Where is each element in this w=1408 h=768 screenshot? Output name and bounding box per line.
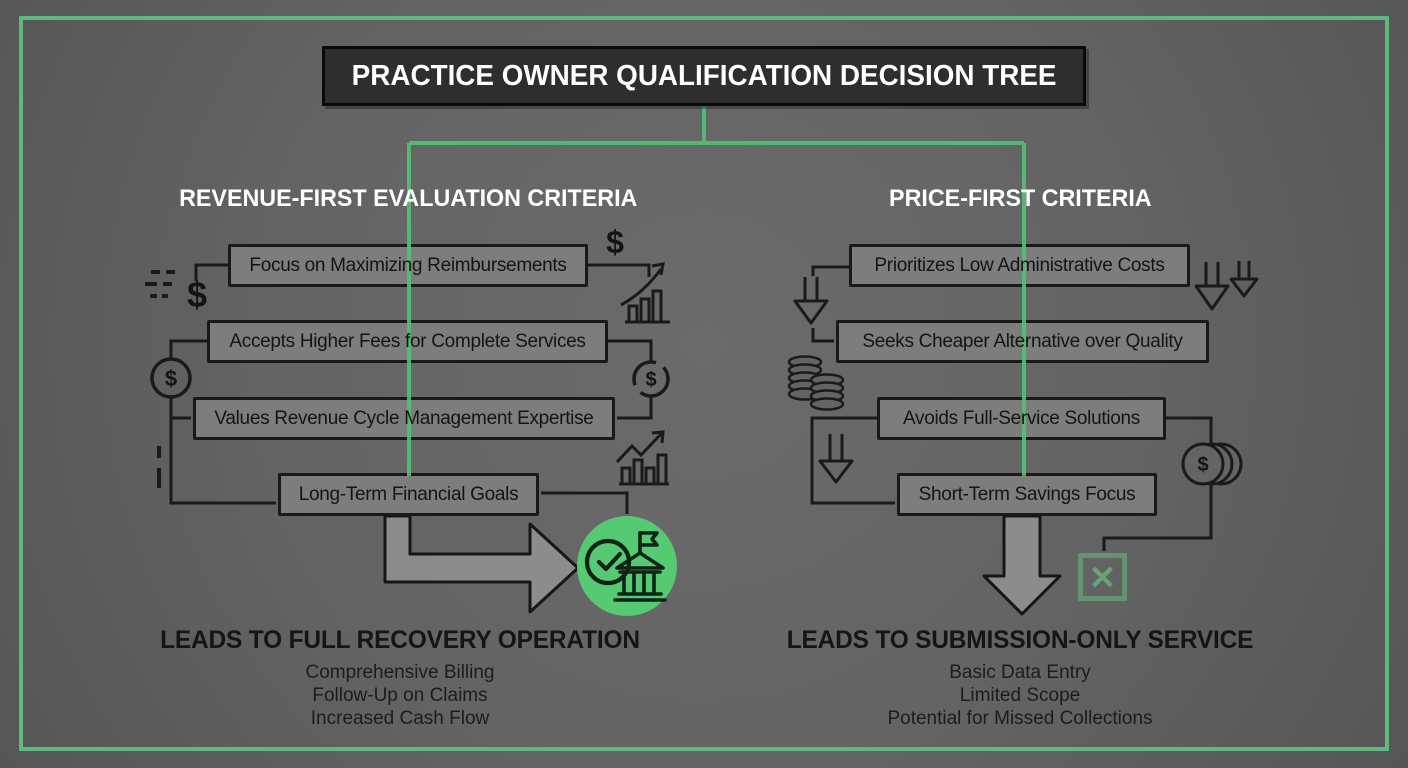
criteria-label: Prioritizes Low Administrative Costs	[874, 254, 1165, 276]
criteria-box-right-2: Seeks Cheaper Alternative over Quality	[836, 320, 1209, 363]
success-circle	[577, 516, 677, 616]
left-outcome: LEADS TO FULL RECOVERY OPERATION Compreh…	[140, 626, 660, 730]
left-outcome-detail: Increased Cash Flow	[310, 708, 490, 729]
left-outcome-detail: Follow-Up on Claims	[312, 685, 488, 706]
coin-stack-icon	[787, 355, 845, 411]
page-title: PRACTICE OWNER QUALIFICATION DECISION TR…	[351, 59, 1057, 92]
coins-dollar-icon	[1181, 442, 1243, 486]
outcome-arrow-down	[982, 514, 1062, 616]
criteria-label: Values Revenue Cycle Management Expertis…	[214, 407, 594, 429]
criteria-label: Focus on Maximizing Reimbursements	[249, 254, 567, 276]
criteria-box-left-4: Long-Term Financial Goals	[278, 473, 539, 516]
right-outcome: LEADS TO SUBMISSION-ONLY SERVICE Basic D…	[760, 626, 1280, 730]
x-icon: ✕	[1088, 558, 1117, 596]
connector-lines	[169, 263, 1213, 551]
criteria-box-left-3: Values Revenue Cycle Management Expertis…	[193, 397, 615, 440]
speed-dollar-sign: $	[186, 274, 208, 315]
coins-dollar-sign: $	[1197, 454, 1209, 476]
title-box: PRACTICE OWNER QUALIFICATION DECISION TR…	[322, 46, 1086, 106]
circular-dollar-icon-right	[632, 360, 670, 398]
right-outcome-detail: Limited Scope	[959, 685, 1081, 706]
right-outcome-heading: LEADS TO SUBMISSION-ONLY SERVICE	[786, 626, 1254, 654]
circled-dollar-sign-left: $	[164, 366, 178, 391]
right-outcome-detail: Potential for Missed Collections	[887, 708, 1153, 729]
criteria-box-left-1: Focus on Maximizing Reimbursements	[228, 244, 588, 287]
down-arrow-icon-small-1	[793, 277, 829, 325]
double-down-arrows-icon	[1194, 261, 1259, 311]
down-arrow-icon-small-2	[818, 434, 854, 484]
right-outcome-detail: Basic Data Entry	[949, 662, 1091, 683]
right-branch-header: PRICE-FIRST CRITERIA	[888, 185, 1152, 212]
left-branch-header: REVENUE-FIRST EVALUATION CRITERIA	[178, 185, 638, 212]
criteria-label: Accepts Higher Fees for Complete Service…	[229, 330, 586, 352]
outcome-arrow-left	[383, 514, 580, 614]
criteria-label: Long-Term Financial Goals	[298, 483, 519, 505]
criteria-box-right-4: Short-Term Savings Focus	[897, 473, 1157, 516]
circular-dollar-sign-right: $	[645, 369, 657, 391]
left-outcome-detail: Comprehensive Billing	[305, 662, 495, 683]
criteria-box-left-2: Accepts Higher Fees for Complete Service…	[207, 320, 608, 363]
criteria-label: Seeks Cheaper Alternative over Quality	[862, 330, 1183, 352]
dollar-sign-icon: $	[606, 224, 624, 260]
reject-x-box: ✕	[1078, 553, 1127, 601]
border-frame	[19, 16, 1389, 751]
bank-checkmark-icon	[584, 531, 667, 602]
criteria-box-right-1: Prioritizes Low Administrative Costs	[849, 244, 1190, 287]
circled-dollar-icon-left	[150, 357, 192, 399]
left-outcome-heading: LEADS TO FULL RECOVERY OPERATION	[160, 626, 640, 654]
speed-dollar-icon	[145, 270, 177, 298]
zigzag-chart-icon	[615, 430, 669, 486]
bar-chart-rising-icon	[620, 262, 670, 324]
criteria-box-right-3: Avoids Full-Service Solutions	[877, 397, 1166, 440]
criteria-label: Avoids Full-Service Solutions	[902, 407, 1140, 429]
criteria-label: Short-Term Savings Focus	[918, 483, 1136, 505]
